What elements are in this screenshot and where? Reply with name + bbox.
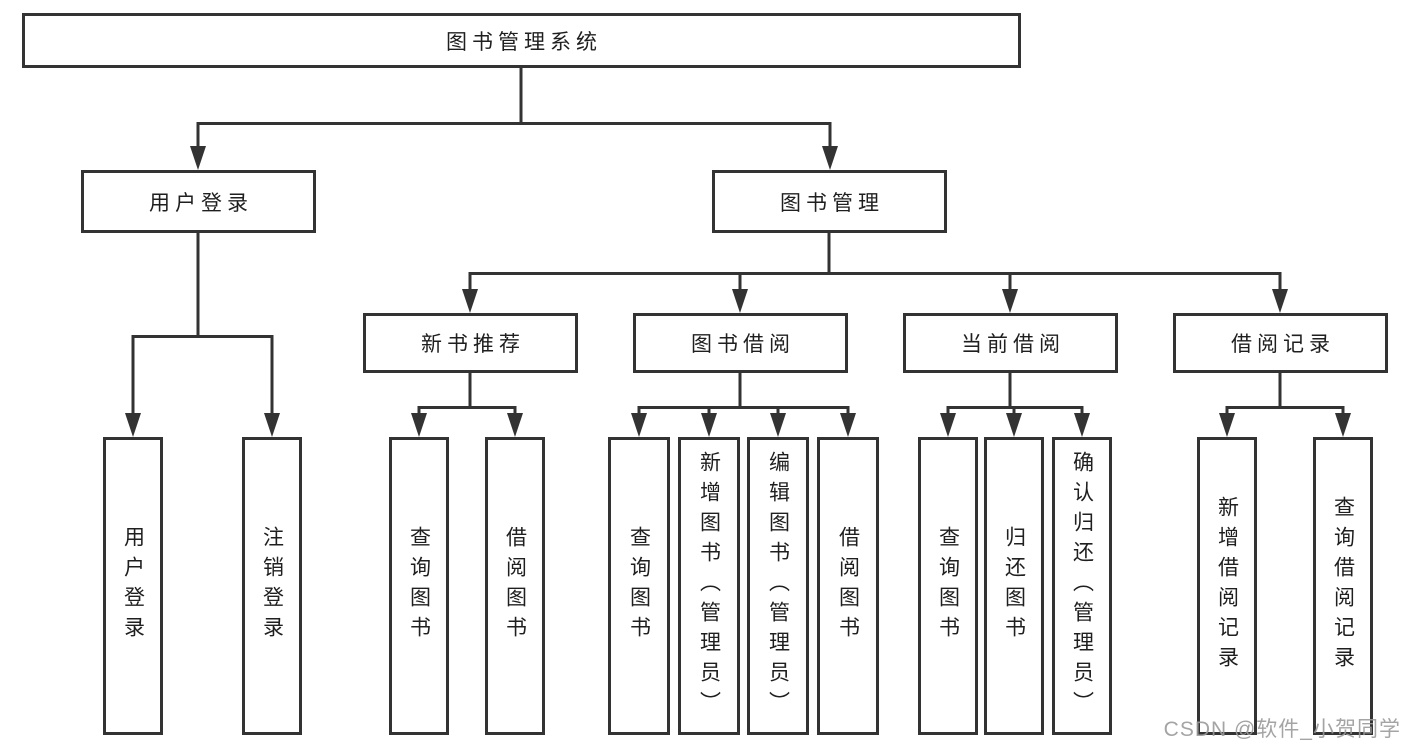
leaf-edit-book-admin-label: 编辑图书（管理员） — [766, 451, 790, 721]
node-book-borrow: 图书借阅 — [633, 313, 848, 373]
node-borrow-records: 借阅记录 — [1173, 313, 1388, 373]
leaf-query-books-borrow-label: 查询图书 — [627, 526, 651, 646]
leaf-borrow-books-borrow-label: 借阅图书 — [836, 526, 860, 646]
leaf-add-borrow-record-label: 新增借阅记录 — [1215, 496, 1239, 676]
node-book-borrow-label: 图书借阅 — [691, 333, 795, 356]
leaf-user-login-label: 用户登录 — [121, 526, 145, 646]
node-book-management: 图书管理 — [712, 170, 947, 233]
leaf-borrow-books-recommend: 借阅图书 — [485, 437, 545, 735]
node-new-book-recommend-label: 新书推荐 — [421, 333, 525, 356]
leaf-query-books-recommend-label: 查询图书 — [407, 526, 431, 646]
node-user-login-label: 用户登录 — [149, 191, 253, 215]
leaf-query-books-recommend: 查询图书 — [389, 437, 449, 735]
leaf-add-borrow-record: 新增借阅记录 — [1197, 437, 1257, 735]
leaf-user-login: 用户登录 — [103, 437, 163, 735]
leaf-query-books-borrow: 查询图书 — [608, 437, 670, 735]
node-root: 图书管理系统 — [22, 13, 1021, 68]
leaf-query-books-current-label: 查询图书 — [936, 526, 960, 646]
csdn-watermark: CSDN @软件_小贺同学 — [1163, 718, 1401, 741]
node-book-management-label: 图书管理 — [780, 191, 884, 215]
leaf-return-book-label: 归还图书 — [1002, 526, 1026, 646]
leaf-return-book: 归还图书 — [984, 437, 1044, 735]
leaf-logout-label: 注销登录 — [260, 526, 284, 646]
node-root-label: 图书管理系统 — [446, 30, 602, 54]
node-new-book-recommend: 新书推荐 — [363, 313, 578, 373]
node-current-borrow-label: 当前借阅 — [961, 333, 1065, 356]
leaf-borrow-books-borrow: 借阅图书 — [817, 437, 879, 735]
node-borrow-records-label: 借阅记录 — [1231, 333, 1335, 356]
leaf-edit-book-admin: 编辑图书（管理员） — [747, 437, 809, 735]
leaf-query-borrow-record-label: 查询借阅记录 — [1331, 496, 1355, 676]
leaf-confirm-return-admin: 确认归还（管理员） — [1052, 437, 1112, 735]
node-user-login: 用户登录 — [81, 170, 316, 233]
leaf-query-borrow-record: 查询借阅记录 — [1313, 437, 1373, 735]
leaf-logout: 注销登录 — [242, 437, 302, 735]
leaf-add-book-admin-label: 新增图书（管理员） — [697, 451, 721, 721]
leaf-query-books-current: 查询图书 — [918, 437, 978, 735]
leaf-confirm-return-admin-label: 确认归还（管理员） — [1070, 451, 1094, 721]
leaf-borrow-books-recommend-label: 借阅图书 — [503, 526, 527, 646]
leaf-add-book-admin: 新增图书（管理员） — [678, 437, 740, 735]
node-current-borrow: 当前借阅 — [903, 313, 1118, 373]
